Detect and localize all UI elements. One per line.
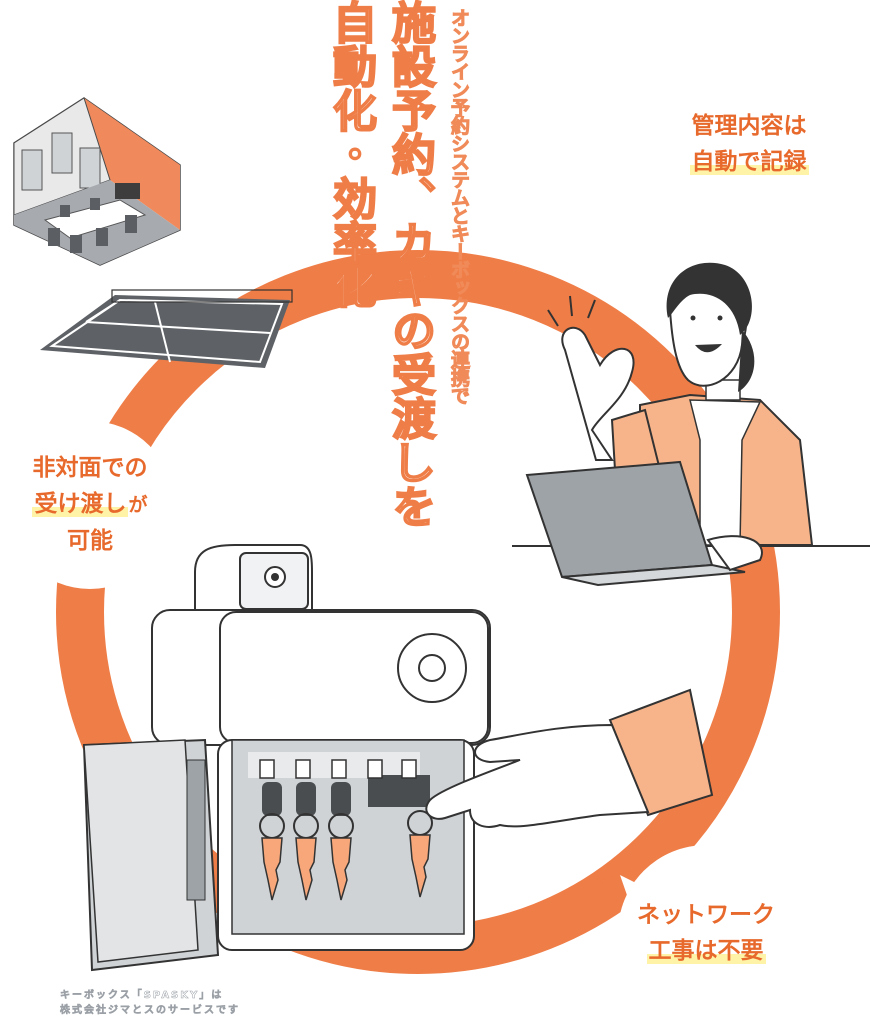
headline-col2: 自動化・効率化 bbox=[324, 0, 377, 309]
hand-illustration bbox=[425, 688, 714, 828]
headline-col1: 施設予約、カギの受渡しを bbox=[383, 0, 436, 529]
bubble-management-line1: 管理内容は bbox=[691, 113, 807, 139]
hanging-keys bbox=[259, 782, 433, 901]
bubble-contactless-text: 非対面での 受け渡しが 可能 bbox=[6, 450, 174, 559]
bubble-network-text: ネットワーク 工事は不要 bbox=[618, 897, 794, 969]
subtitle: オンライン予約システムとキーボックスの連携で bbox=[448, 8, 471, 405]
woman-illustration bbox=[512, 262, 870, 587]
bubble-network bbox=[618, 845, 794, 1021]
footnote-line1: キーボックス「SPASKY」は bbox=[60, 990, 224, 1002]
tennis-court-illustration bbox=[40, 289, 293, 368]
keybox-illustration bbox=[82, 544, 491, 972]
bubble-network-line1: ネットワーク bbox=[637, 902, 775, 928]
footnote-line2: 株式会社ジマとスのサービスです bbox=[60, 1005, 240, 1017]
bubble-management-line2: 自動で記録 bbox=[689, 149, 809, 175]
bubble-contactless-line3: 可能 bbox=[67, 528, 113, 554]
footnote: キーボックス「SPASKY」は 株式会社ジマとスのサービスです bbox=[60, 988, 240, 1018]
bubble-contactless-line1: 非対面での bbox=[32, 455, 148, 481]
meeting-room-illustration bbox=[13, 97, 181, 266]
bubble-contactless-line2b: が bbox=[128, 494, 148, 516]
bubble-management-text: 管理内容は 自動で記録 bbox=[661, 108, 837, 180]
bubble-management bbox=[661, 58, 837, 248]
bubble-network-line2: 工事は不要 bbox=[646, 938, 766, 964]
bubble-contactless-line2a: 受け渡し bbox=[32, 491, 129, 517]
